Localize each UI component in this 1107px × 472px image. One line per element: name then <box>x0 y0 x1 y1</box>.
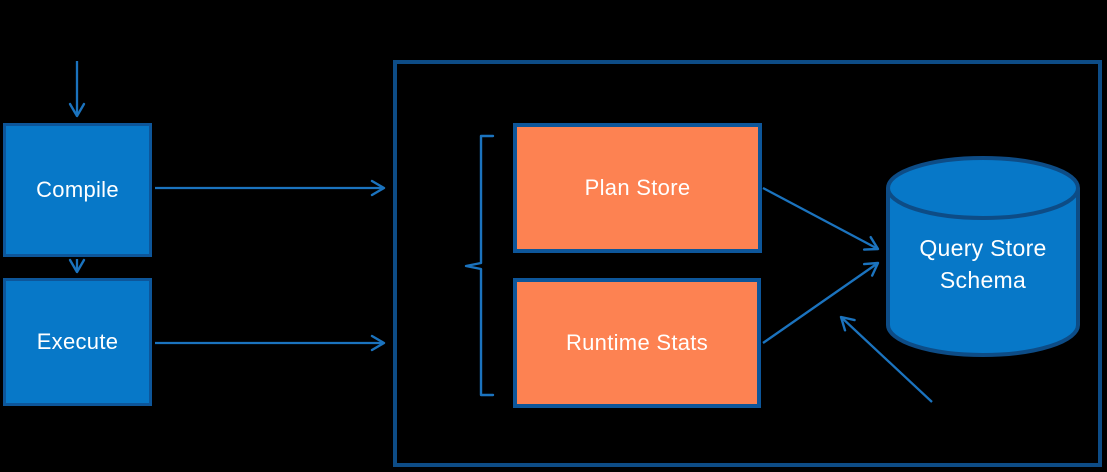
runtime-stats-label: Runtime Stats <box>565 330 709 355</box>
plan-store-node: Plan Store <box>513 123 762 253</box>
execute-label: Execute <box>36 329 119 354</box>
execute-node: Execute <box>3 278 152 406</box>
runtime-stats-node: Runtime Stats <box>513 278 761 408</box>
annotation-arrow <box>839 315 933 403</box>
plan-store-label: Plan Store <box>584 175 691 200</box>
group-bracket <box>464 134 495 397</box>
query-store-container <box>393 60 1102 467</box>
cylinder-top <box>886 156 1080 220</box>
cylinder-body <box>886 188 1080 357</box>
compile-node: Compile <box>3 123 152 257</box>
plan-store-to-schema-arrow <box>762 186 880 251</box>
compile-label: Compile <box>36 177 119 202</box>
query-store-schema-label-line1: Query Store <box>919 235 1047 261</box>
query-store-schema-label-line2: Schema <box>939 267 1027 293</box>
database-cylinder-icon <box>886 156 1080 357</box>
query-store-schema-node: Query Store Schema <box>888 232 1078 296</box>
runtime-stats-to-schema-arrow <box>762 261 880 344</box>
